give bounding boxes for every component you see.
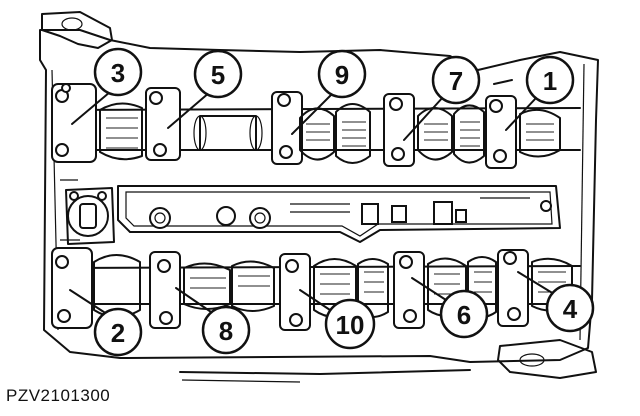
callout-8: 8: [201, 305, 251, 355]
callout-1: 1: [525, 55, 575, 105]
callout-1-label: 1: [543, 66, 557, 96]
callout-9-label: 9: [335, 60, 349, 90]
leader-1: [505, 97, 537, 131]
leader-2: [69, 289, 111, 317]
callout-2: 2: [93, 307, 143, 357]
callout-3-label: 3: [111, 58, 125, 88]
callout-8-label: 8: [219, 316, 233, 346]
leader-9: [291, 93, 333, 135]
cam-gear-housing: [65, 187, 115, 245]
callout-7: 7: [431, 55, 481, 105]
lower-camshaft: [51, 247, 581, 331]
callout-5-label: 5: [211, 60, 225, 90]
callout-10-label: 10: [336, 310, 365, 340]
callout-leaders: [69, 79, 555, 317]
leader-6: [411, 277, 447, 301]
leader-8: [175, 287, 215, 315]
leader-arrow-top: [493, 79, 513, 85]
callout-6-label: 6: [457, 300, 471, 330]
upper-camshaft: [51, 83, 581, 169]
callout-4-label: 4: [563, 294, 578, 324]
leader-4: [517, 271, 555, 295]
callout-9: 9: [317, 49, 367, 99]
callout-5: 5: [193, 49, 243, 99]
leader-3: [71, 91, 111, 125]
callout-2-label: 2: [111, 318, 125, 348]
callout-4: 4: [545, 283, 595, 333]
callout-7-label: 7: [449, 66, 463, 96]
callout-10: 10: [324, 298, 376, 350]
leader-7: [403, 95, 445, 141]
callout-6: 6: [439, 289, 489, 339]
center-gasket-channel: [117, 185, 561, 243]
callout-3: 3: [93, 47, 143, 97]
leader-5: [167, 91, 211, 129]
figure-code: PZV2101300: [6, 386, 111, 405]
